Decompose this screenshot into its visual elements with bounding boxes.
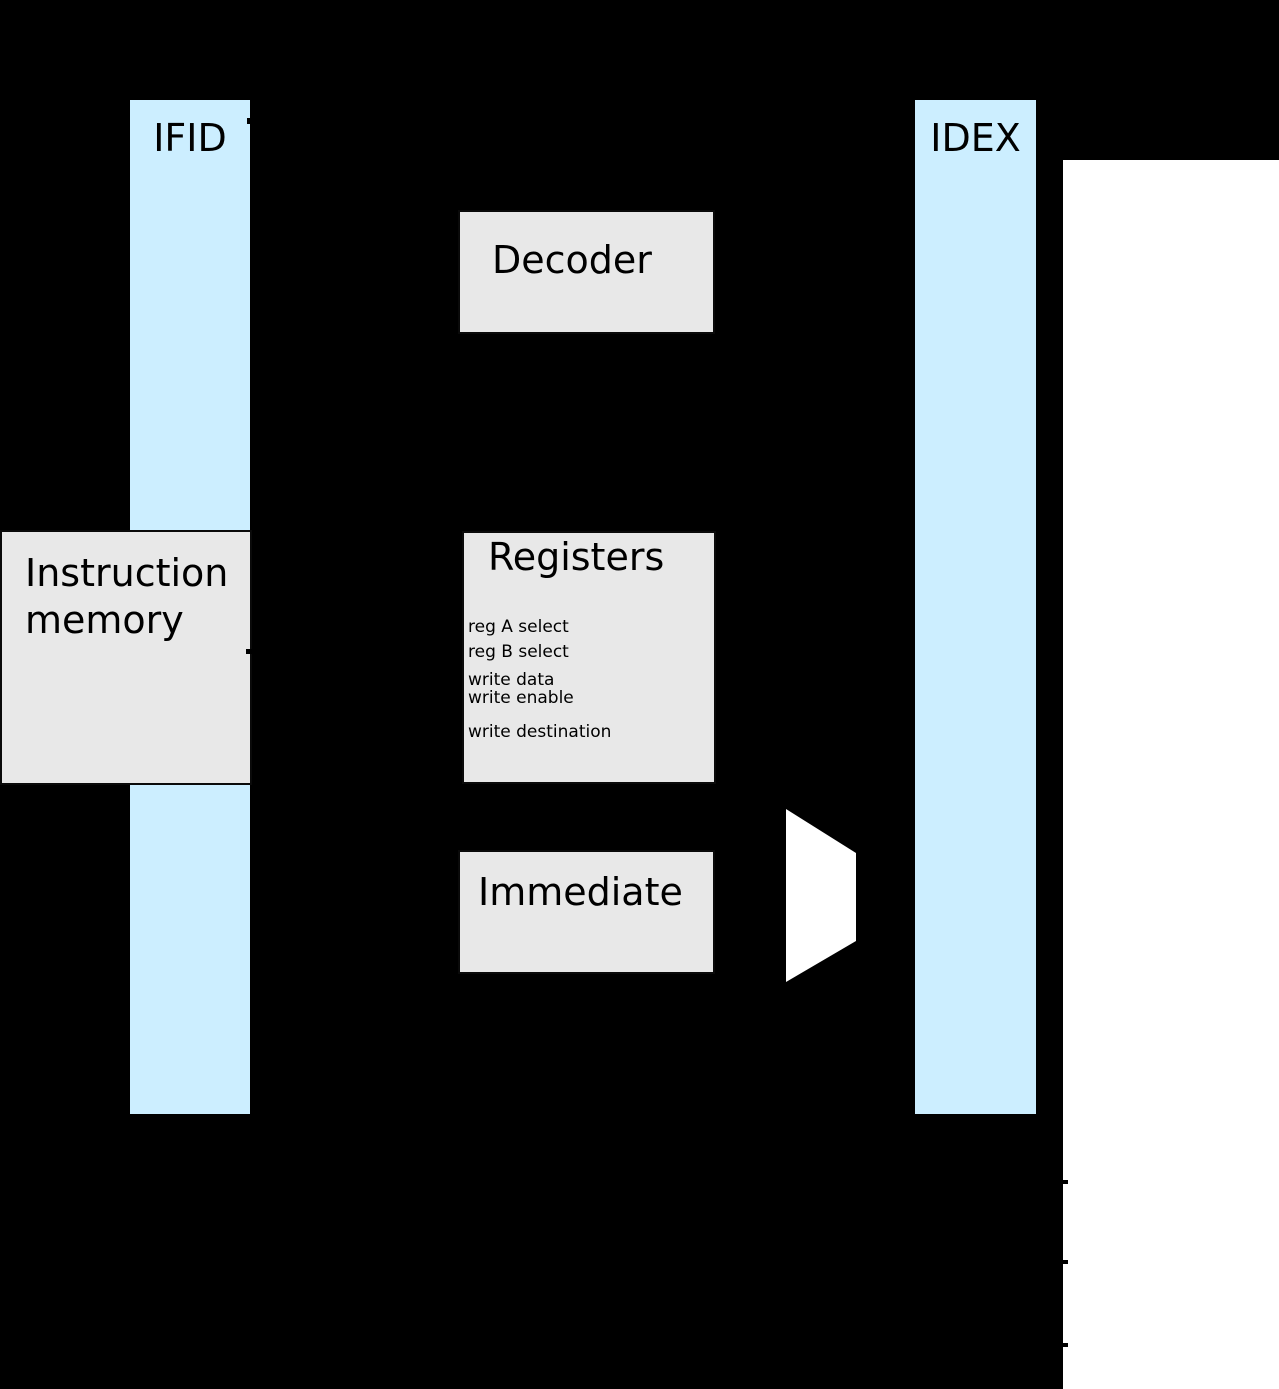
decoder-block: Decoder: [458, 210, 715, 334]
idex-label: IDEX: [930, 116, 1021, 160]
decoder-label: Decoder: [492, 238, 652, 282]
pipeline-register-idex: IDEX: [913, 98, 1038, 1116]
wire-stub-panel-edge-3: [1059, 1343, 1068, 1347]
registers-label: Registers: [488, 535, 665, 579]
wire-stub-panel-edge-2: [1059, 1260, 1068, 1264]
wire-stub-panel-edge-1: [1059, 1180, 1068, 1184]
instruction-memory-label: Instruction memory: [25, 550, 228, 644]
registers-block: Registers reg A select reg B select writ…: [462, 531, 716, 784]
mux-trapezoid: [786, 809, 856, 982]
instruction-memory-block: Instruction memory: [0, 530, 252, 785]
port-write-destination: write destination: [468, 722, 612, 742]
port-reg-b-select: reg B select: [468, 642, 569, 662]
instruction-memory-label-line2: memory: [25, 598, 184, 642]
port-write-data: write data: [468, 670, 555, 690]
wire-stub-instruction-memory-right: [246, 649, 255, 654]
right-background-panel: [1063, 160, 1279, 1389]
port-write-enable: write enable: [468, 688, 574, 708]
port-reg-a-select: reg A select: [468, 617, 569, 637]
wire-stub-ifid-right: [247, 118, 256, 124]
immediate-label: Immediate: [478, 870, 683, 914]
ifid-label: IFID: [153, 116, 227, 160]
instruction-memory-label-line1: Instruction: [25, 551, 229, 595]
immediate-block: Immediate: [458, 850, 715, 974]
